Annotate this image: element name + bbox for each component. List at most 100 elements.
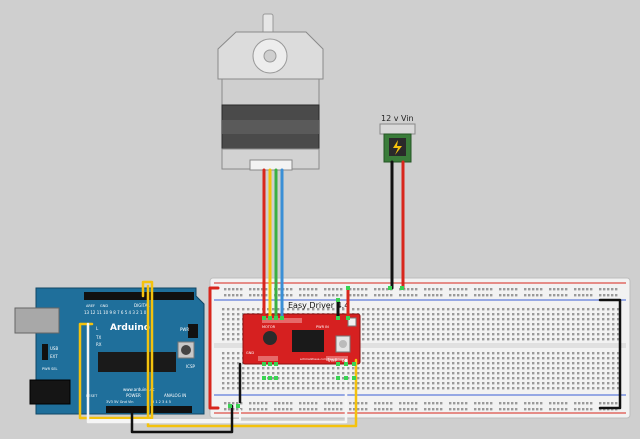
breadboard-hole bbox=[452, 357, 455, 360]
breadboard-hole bbox=[427, 318, 430, 321]
breadboard-hole bbox=[552, 318, 555, 321]
breadboard-hole bbox=[482, 313, 485, 316]
reset-label: RESET bbox=[86, 394, 98, 398]
connected-pin-marker bbox=[388, 286, 392, 290]
breadboard-hole bbox=[427, 372, 430, 375]
breadboard-hole bbox=[542, 313, 545, 316]
breadboard-hole bbox=[417, 323, 420, 326]
breadboard-hole bbox=[312, 377, 315, 380]
breadboard-hole bbox=[474, 402, 477, 405]
breadboard-hole bbox=[236, 294, 239, 297]
breadboard-hole bbox=[482, 328, 485, 331]
breadboard-hole bbox=[253, 408, 256, 411]
breadboard-hole bbox=[407, 402, 410, 405]
breadboard-hole bbox=[232, 308, 235, 311]
breadboard-hole bbox=[457, 313, 460, 316]
breadboard-hole bbox=[411, 408, 414, 411]
breadboard-hole bbox=[607, 333, 610, 336]
breadboard-hole bbox=[537, 377, 540, 380]
breadboard-hole bbox=[449, 288, 452, 291]
breadboard-hole bbox=[547, 377, 550, 380]
breadboard-hole bbox=[502, 382, 505, 385]
breadboard-hole bbox=[237, 352, 240, 355]
breadboard-hole bbox=[357, 294, 360, 297]
breadboard-hole bbox=[277, 308, 280, 311]
breadboard-hole bbox=[332, 367, 335, 370]
connected-pin-marker bbox=[400, 286, 404, 290]
breadboard-hole bbox=[565, 288, 568, 291]
breadboard-hole bbox=[537, 328, 540, 331]
breadboard-hole bbox=[532, 323, 535, 326]
connected-pin-marker bbox=[344, 362, 348, 366]
breadboard-hole bbox=[427, 367, 430, 370]
breadboard-hole bbox=[507, 372, 510, 375]
connected-pin-marker bbox=[336, 298, 340, 302]
breadboard-hole bbox=[457, 333, 460, 336]
breadboard-hole bbox=[477, 362, 480, 365]
breadboard-hole bbox=[532, 288, 535, 291]
breadboard-hole bbox=[374, 288, 377, 291]
breadboard-hole bbox=[582, 333, 585, 336]
breadboard-hole bbox=[487, 318, 490, 321]
breadboard-hole bbox=[447, 357, 450, 360]
breadboard-hole bbox=[502, 328, 505, 331]
breadboard-hole bbox=[572, 328, 575, 331]
breadboard-hole bbox=[272, 372, 275, 375]
breadboard-hole bbox=[602, 308, 605, 311]
breadboard-hole bbox=[357, 402, 360, 405]
breadboard-hole bbox=[457, 308, 460, 311]
breadboard-hole bbox=[367, 357, 370, 360]
breadboard-hole bbox=[517, 377, 520, 380]
breadboard-hole bbox=[562, 367, 565, 370]
breadboard-hole bbox=[512, 372, 515, 375]
breadboard-hole bbox=[577, 357, 580, 360]
breadboard-hole bbox=[617, 313, 620, 316]
breadboard-hole bbox=[382, 352, 385, 355]
breadboard-hole bbox=[407, 333, 410, 336]
breadboard-hole bbox=[452, 387, 455, 390]
breadboard-hole bbox=[282, 402, 285, 405]
breadboard-hole bbox=[442, 333, 445, 336]
breadboard-hole bbox=[617, 333, 620, 336]
breadboard-hole bbox=[336, 294, 339, 297]
breadboard-hole bbox=[572, 367, 575, 370]
breadboard-hole bbox=[415, 288, 418, 291]
breadboard-hole bbox=[432, 352, 435, 355]
breadboard-hole bbox=[257, 402, 260, 405]
breadboard-hole bbox=[537, 367, 540, 370]
breadboard-hole bbox=[527, 372, 530, 375]
breadboard-hole bbox=[537, 338, 540, 341]
breadboard-hole bbox=[447, 367, 450, 370]
breadboard-hole bbox=[232, 323, 235, 326]
breadboard-hole bbox=[512, 333, 515, 336]
connected-pin-marker bbox=[352, 362, 356, 366]
breadboard-hole bbox=[332, 382, 335, 385]
driver-motor-label: MOTOR bbox=[262, 325, 276, 329]
breadboard-hole bbox=[457, 367, 460, 370]
breadboard-hole bbox=[577, 382, 580, 385]
breadboard-hole bbox=[599, 402, 602, 405]
breadboard-hole bbox=[407, 323, 410, 326]
breadboard-hole bbox=[428, 294, 431, 297]
easy-driver-board: Easy Driver 4.4 MOTOR PWR IN GND STEP DI… bbox=[242, 301, 361, 365]
breadboard-hole bbox=[582, 318, 585, 321]
breadboard-hole bbox=[522, 372, 525, 375]
breadboard-hole bbox=[462, 367, 465, 370]
breadboard-hole bbox=[447, 352, 450, 355]
breadboard-hole bbox=[315, 402, 318, 405]
breadboard-hole bbox=[349, 402, 352, 405]
breadboard-hole bbox=[472, 362, 475, 365]
breadboard-hole bbox=[347, 382, 350, 385]
breadboard-hole bbox=[237, 313, 240, 316]
breadboard-hole bbox=[224, 402, 227, 405]
breadboard-hole bbox=[432, 377, 435, 380]
breadboard-hole bbox=[427, 357, 430, 360]
breadboard-hole bbox=[511, 294, 514, 297]
breadboard-hole bbox=[467, 333, 470, 336]
breadboard-hole bbox=[602, 352, 605, 355]
breadboard-hole bbox=[602, 357, 605, 360]
breadboard-hole bbox=[522, 333, 525, 336]
breadboard-hole bbox=[502, 372, 505, 375]
breadboard-hole bbox=[327, 367, 330, 370]
breadboard-hole bbox=[487, 382, 490, 385]
